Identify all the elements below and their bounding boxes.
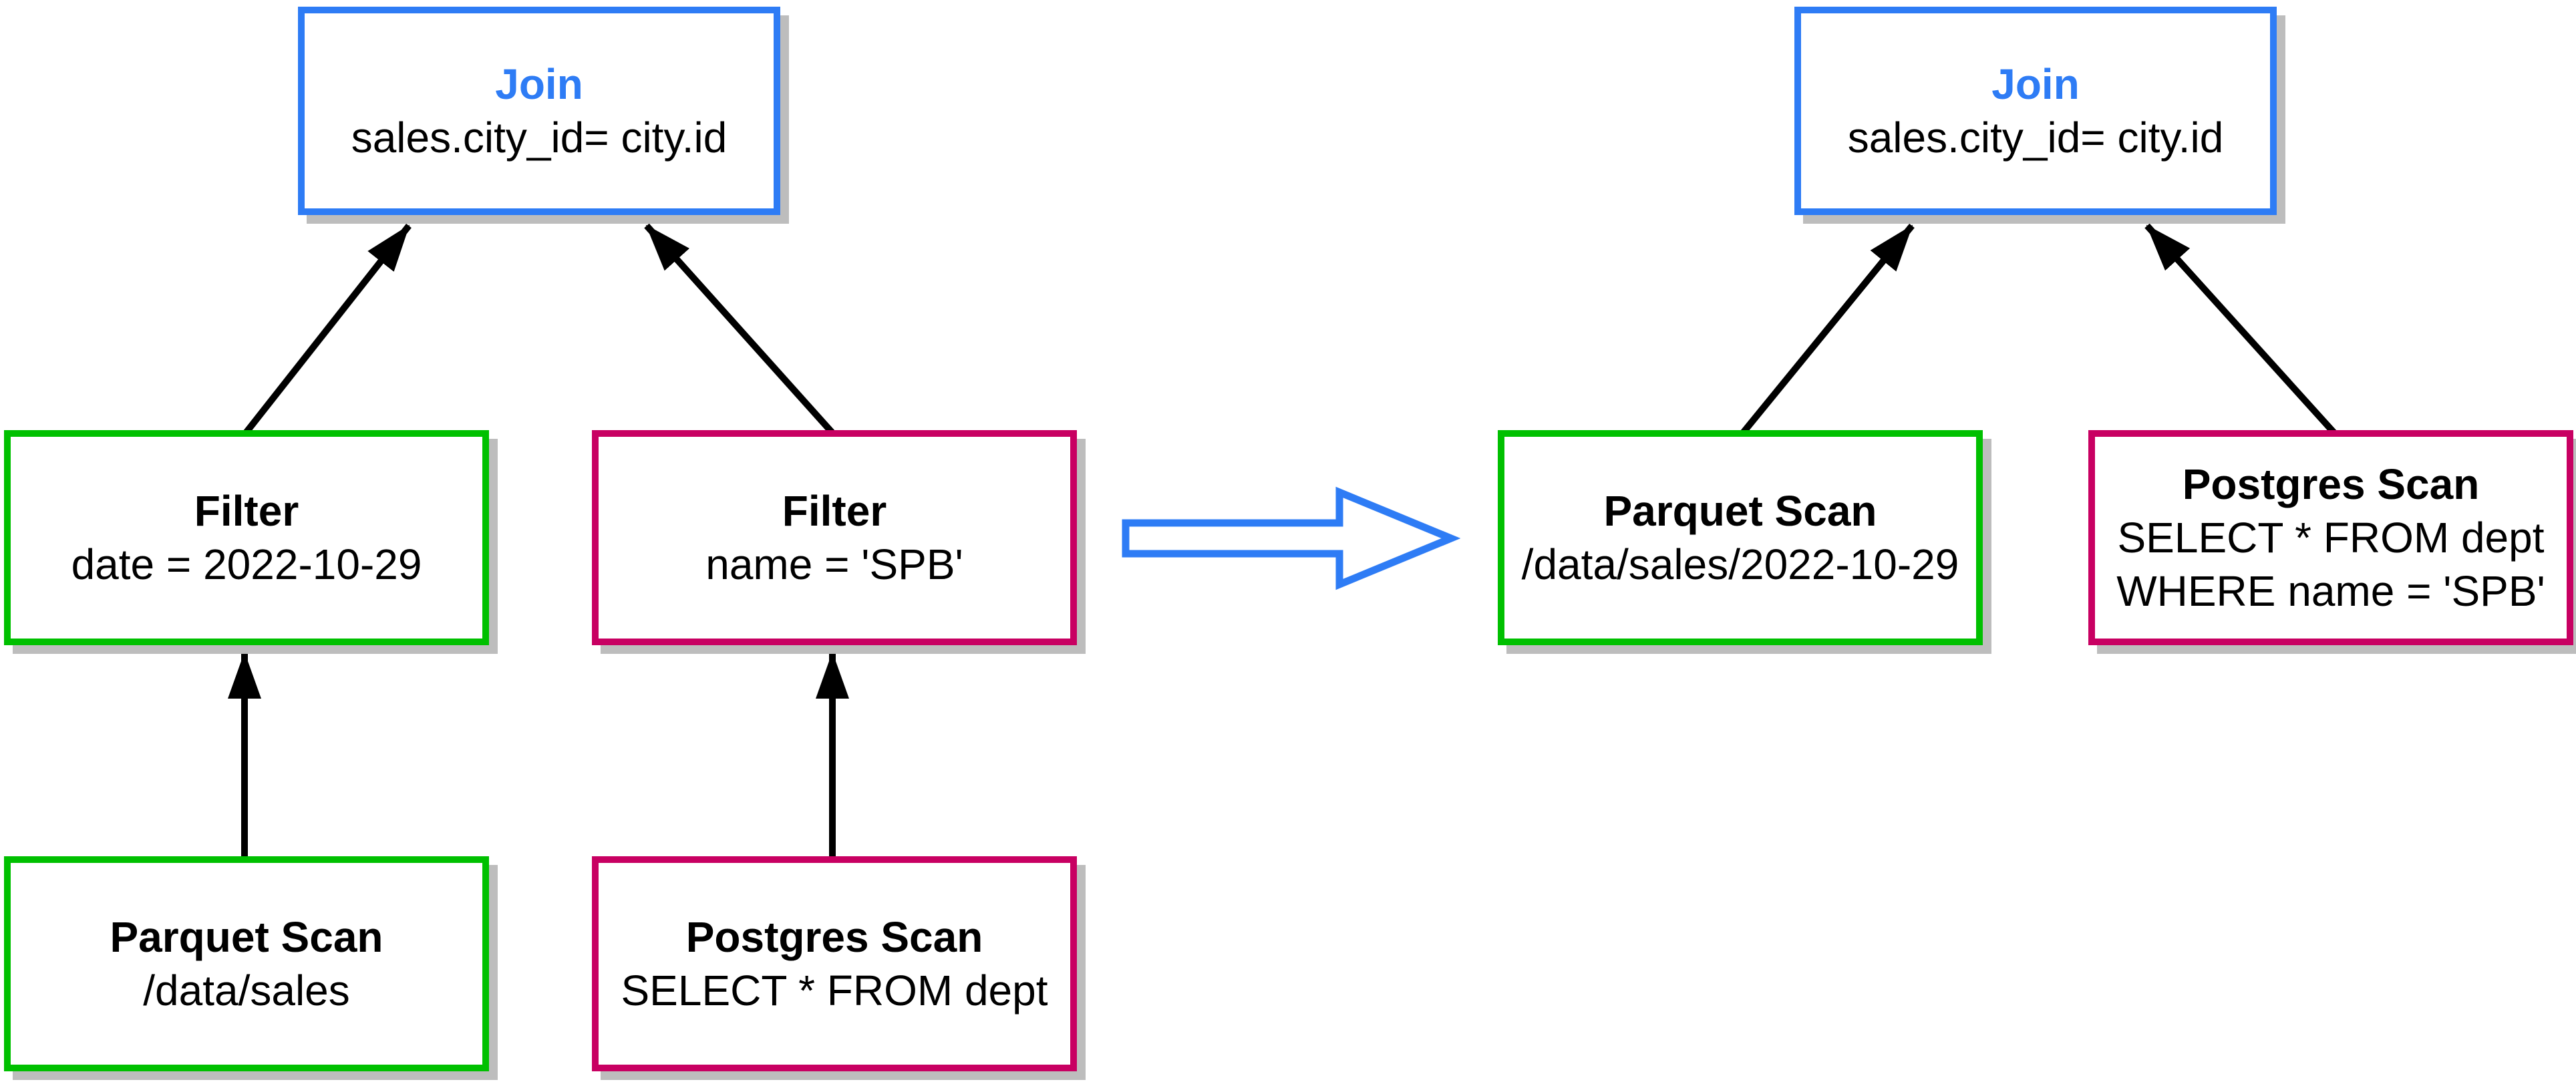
node-join-after: Join sales.city_id= city.id	[1794, 7, 2277, 215]
filter-predicate: name = 'SPB'	[705, 540, 963, 588]
scan-source: /data/sales/2022-10-29	[1521, 540, 1959, 588]
node-parquet-scan-after: Parquet Scan /data/sales/2022-10-29	[1498, 430, 1983, 645]
transform-arrow-icon	[1122, 486, 1461, 590]
node-title: Join	[495, 60, 583, 108]
scan-query: SELECT * FROM dept	[621, 966, 1048, 1015]
node-join-before: Join sales.city_id= city.id	[298, 7, 780, 215]
node-title: Filter	[194, 487, 299, 535]
edge-postgres-to-join-after	[2144, 223, 2337, 435]
edge-filter-name-to-join	[644, 223, 835, 435]
filter-predicate: date = 2022-10-29	[71, 540, 422, 588]
node-title: Postgres Scan	[685, 913, 983, 961]
node-title: Filter	[782, 487, 887, 535]
node-title: Parquet Scan	[1603, 487, 1877, 535]
node-title: Join	[1991, 60, 2080, 108]
node-title: Parquet Scan	[110, 913, 383, 961]
node-postgres-scan-before: Postgres Scan SELECT * FROM dept	[592, 856, 1077, 1071]
scan-query-line1: SELECT * FROM dept	[2117, 514, 2545, 562]
join-condition: sales.city_id= city.id	[1847, 114, 2224, 162]
edge-parquet-to-join-after	[1740, 223, 1915, 435]
join-condition: sales.city_id= city.id	[351, 114, 728, 162]
scan-source: /data/sales	[143, 966, 350, 1015]
node-postgres-scan-after: Postgres Scan SELECT * FROM dept WHERE n…	[2088, 430, 2573, 645]
node-filter-date: Filter date = 2022-10-29	[4, 430, 489, 645]
node-filter-name: Filter name = 'SPB'	[592, 430, 1077, 645]
node-title: Postgres Scan	[2182, 460, 2480, 508]
node-parquet-scan-before: Parquet Scan /data/sales	[4, 856, 489, 1071]
scan-query-line2: WHERE name = 'SPB'	[2116, 567, 2545, 615]
edge-filter-date-to-join	[243, 223, 412, 435]
